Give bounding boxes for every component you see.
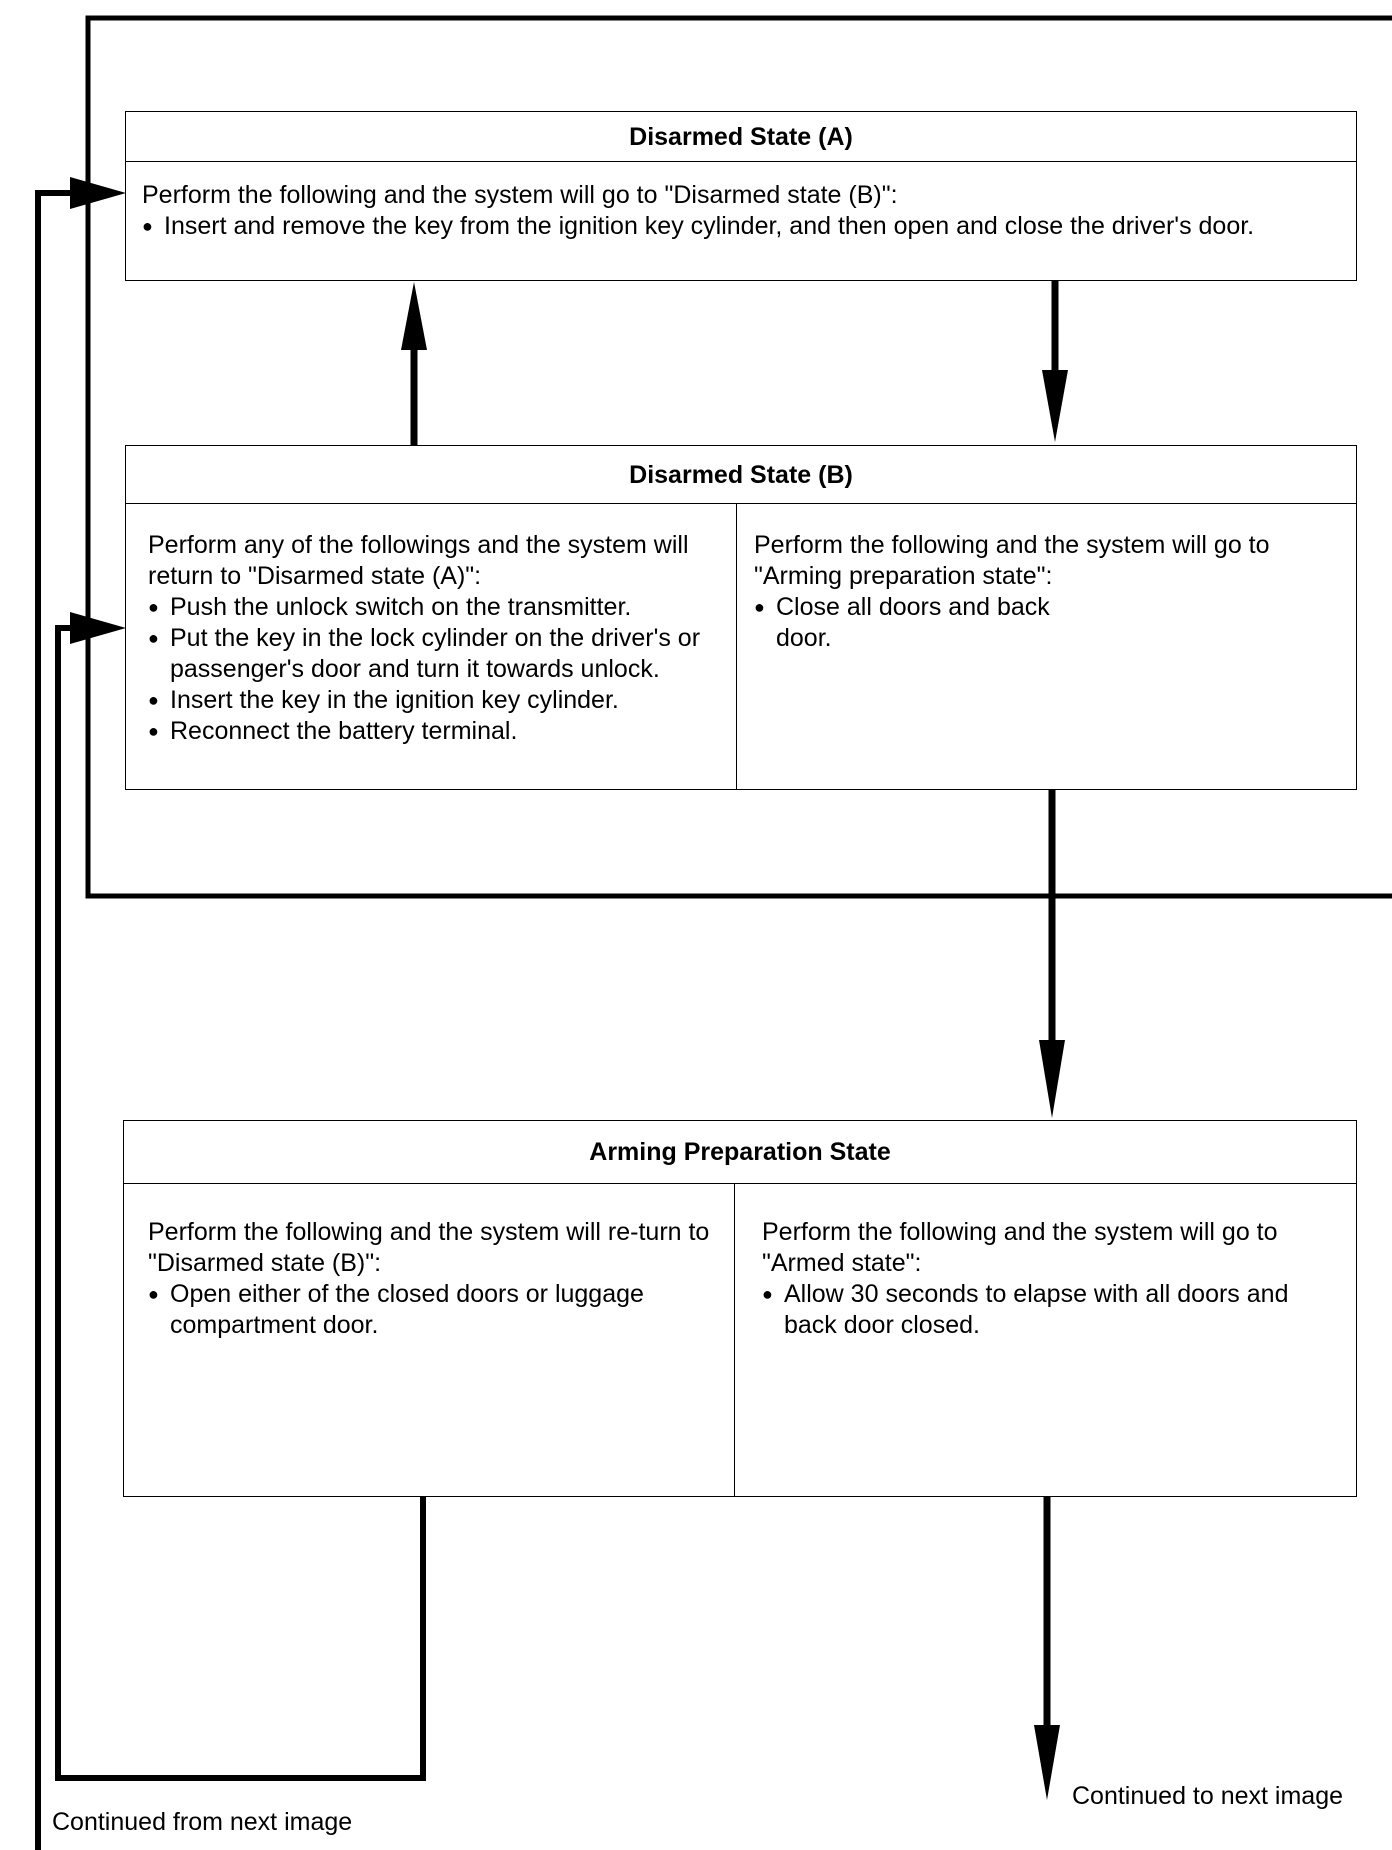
arrow-prep-to-armed-head [1034,1725,1060,1800]
disarmed-group-bracket [85,15,1392,899]
disarmed-state-a-body: Perform the following and the system wil… [142,180,1342,242]
list-item: Push the unlock switch on the transmitte… [148,592,728,623]
list-item: Open either of the closed doors or lugga… [148,1279,718,1341]
arming-prep-right: Perform the following and the system wil… [762,1217,1342,1341]
disarmed-state-b-left: Perform any of the followings and the sy… [148,530,728,747]
arming-prep-left: Perform the following and the system wil… [148,1217,718,1341]
arrow-b-to-a-head [401,282,427,350]
list-item: Put the key in the lock cylinder on the … [148,623,728,685]
list-item: Reconnect the battery terminal. [148,716,728,747]
arming-preparation-state-box: Arming Preparation State Perform the fol… [123,1120,1357,1497]
disarmed-state-b-right: Perform the following and the system wil… [754,530,1344,654]
return-loop-prep-to-b-head [70,612,126,644]
disarmed-state-b-left-list: Push the unlock switch on the transmitte… [148,592,728,747]
disarmed-state-b-right-intro: Perform the following and the system wil… [754,531,1270,590]
continued-to-note: Continued to next image [1072,1782,1344,1810]
disarmed-state-b-right-list: Close all doors and back door. [754,592,1084,654]
column-divider [736,504,737,789]
arming-prep-left-intro: Perform the following and the system wil… [148,1218,710,1277]
list-item: Close all doors and back door. [754,592,1084,654]
arrow-a-to-b-head [1042,370,1068,442]
return-loop-from-next-to-a [35,190,80,1850]
continued-from-note: Continued from next image [52,1808,353,1836]
arrow-b-to-prep-head [1039,1040,1065,1118]
return-loop-from-next-to-a-head [70,177,126,209]
list-item: Insert the key in the ignition key cylin… [148,685,728,716]
disarmed-state-a-box: Disarmed State (A) Perform the following… [125,111,1357,281]
disarmed-state-a-title: Disarmed State (A) [126,112,1356,162]
disarmed-state-a-list: Insert and remove the key from the ignit… [142,211,1342,242]
return-loop-prep-to-b [55,625,426,1781]
list-item: Allow 30 seconds to elapse with all door… [762,1279,1342,1341]
disarmed-state-a-intro: Perform the following and the system wil… [142,181,898,209]
arming-prep-right-intro: Perform the following and the system wil… [762,1218,1278,1277]
disarmed-state-b-title: Disarmed State (B) [126,446,1356,504]
disarmed-state-b-left-intro: Perform any of the followings and the sy… [148,531,689,590]
arming-prep-right-list: Allow 30 seconds to elapse with all door… [762,1279,1342,1341]
arming-preparation-state-title: Arming Preparation State [124,1121,1356,1184]
arming-prep-left-list: Open either of the closed doors or lugga… [148,1279,718,1341]
disarmed-state-b-box: Disarmed State (B) Perform any of the fo… [125,445,1357,790]
column-divider [734,1184,735,1496]
list-item: Insert and remove the key from the ignit… [142,211,1342,242]
